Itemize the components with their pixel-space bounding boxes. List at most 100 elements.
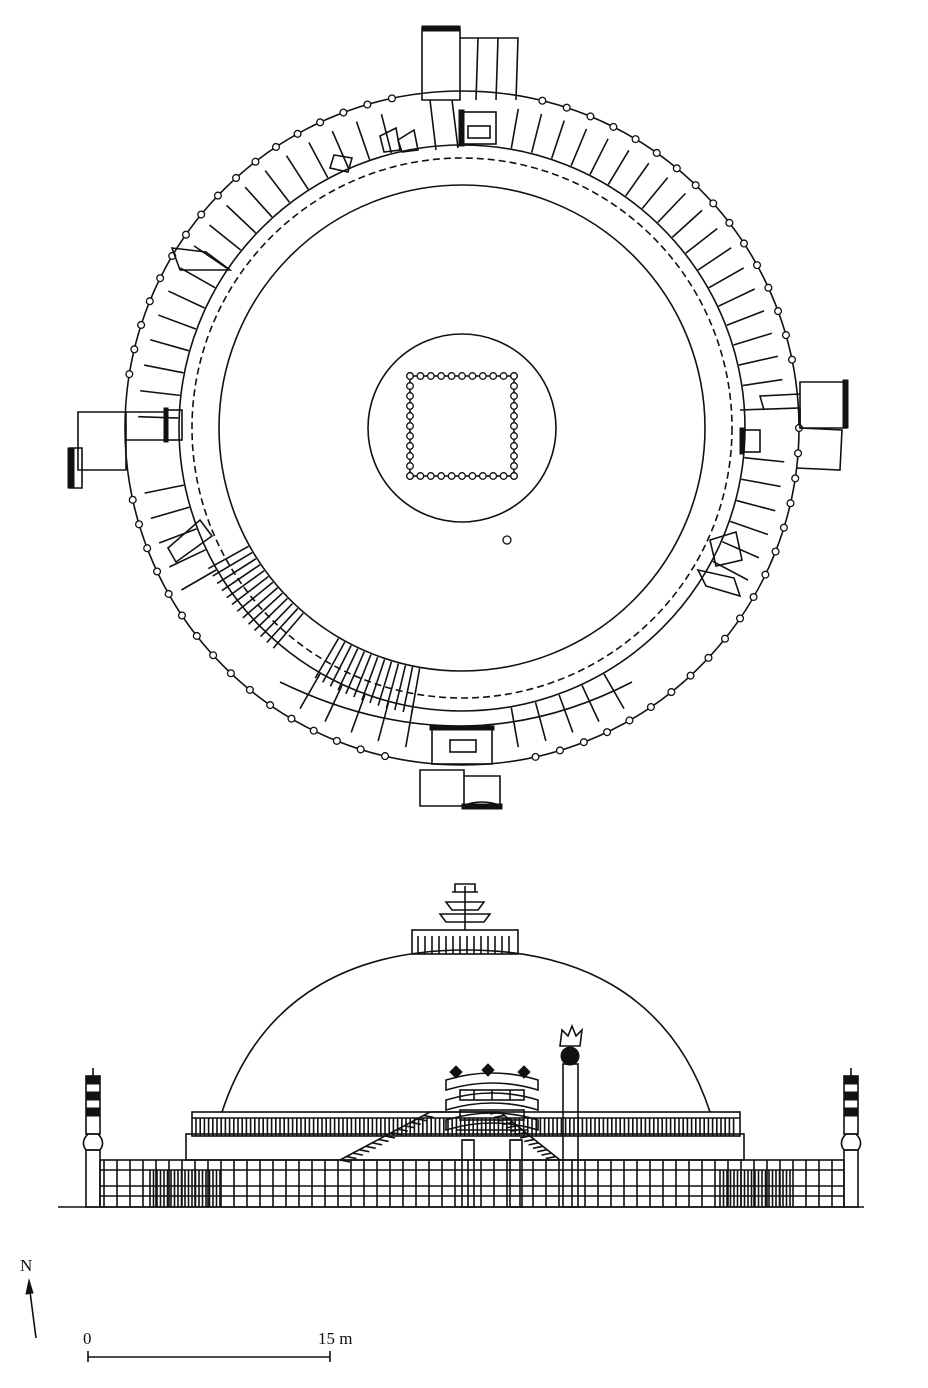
outcrop-se-2	[696, 568, 742, 598]
stair-step	[494, 1114, 505, 1119]
railing-post	[209, 651, 218, 660]
stair-step	[397, 1128, 409, 1132]
stair-hatch-line	[377, 661, 393, 706]
harmika-post	[510, 422, 518, 430]
chattra-umbrellas	[438, 883, 492, 923]
railing-post	[164, 589, 173, 598]
stair-step	[423, 1114, 434, 1119]
stair-hatch-line	[385, 663, 400, 709]
railing-post	[145, 297, 154, 306]
railing-post	[691, 181, 700, 190]
railing-post	[332, 736, 341, 745]
ashoka-pillar	[559, 1023, 584, 1208]
railing-post	[704, 653, 713, 662]
stair-hatch-line	[221, 564, 261, 592]
bay-wall	[708, 267, 745, 289]
bay-wall	[226, 204, 257, 234]
stair-hatch-line	[259, 602, 294, 638]
bay-wall	[168, 290, 205, 309]
railing-post	[631, 135, 640, 144]
railing-posts	[125, 94, 804, 761]
railing-post	[771, 547, 780, 556]
harmika-square-outline	[409, 375, 515, 477]
bay-wall	[264, 170, 291, 203]
bay-wall	[589, 138, 609, 175]
bay-wall	[671, 209, 703, 238]
stair-step	[404, 1124, 415, 1129]
railing-post	[287, 714, 296, 723]
railing-post	[137, 320, 146, 330]
terrace-dashed-circle	[191, 157, 733, 699]
stair-hatch-line	[361, 656, 379, 701]
dome	[221, 949, 711, 1113]
railing-post	[774, 307, 783, 316]
outcrop-west	[170, 247, 233, 271]
railing-post	[538, 96, 547, 105]
railing-post	[764, 283, 773, 292]
west-gate	[67, 407, 183, 489]
stair-step	[506, 1124, 518, 1129]
bay-wall	[244, 186, 273, 218]
south-torana	[445, 1063, 539, 1208]
stair-step	[410, 1121, 421, 1126]
railing-post	[586, 112, 595, 121]
harmika-post	[437, 472, 446, 480]
harmika-post	[510, 452, 518, 460]
railing-post	[316, 118, 325, 127]
ground-railing-posts	[103, 1160, 833, 1207]
stair-hatch-line	[266, 607, 299, 644]
bay-wall	[657, 192, 687, 223]
stair-step	[416, 1118, 428, 1122]
bay-wall	[641, 177, 669, 210]
bay-wall	[138, 415, 179, 419]
railing-post	[232, 173, 241, 183]
stair-hatch-line	[226, 570, 265, 599]
harmika-post	[406, 432, 414, 440]
bay-wall	[510, 108, 520, 149]
railing-post	[791, 474, 800, 483]
bay-wall	[718, 288, 756, 307]
stair-step	[371, 1142, 383, 1146]
harmika-post	[510, 382, 518, 390]
bay-wall	[550, 120, 566, 159]
railing-post	[781, 331, 790, 340]
stair-hatch-line	[253, 597, 288, 632]
bay-wall	[377, 702, 390, 742]
railing-post	[531, 752, 540, 761]
stair-hatch-line	[369, 659, 386, 704]
harmika-post	[426, 472, 435, 480]
railing-post	[752, 261, 762, 270]
stair-hatch-line	[322, 641, 346, 683]
harmika-post	[478, 472, 487, 480]
east-gate	[739, 379, 849, 471]
railing-post	[309, 726, 318, 735]
east-gate-pillar	[840, 1068, 862, 1208]
bay-wall	[558, 694, 574, 733]
ground-railing	[99, 1159, 845, 1208]
railing-post	[720, 634, 730, 643]
bay-wall	[530, 113, 543, 153]
bay-wall	[738, 355, 779, 366]
railing-post	[725, 218, 734, 227]
bay-wall	[355, 121, 371, 160]
harmika-post	[510, 472, 518, 480]
harmika-post	[406, 442, 414, 450]
bay-wall	[140, 389, 180, 397]
stair-step	[541, 1152, 552, 1156]
railing-post	[293, 129, 302, 138]
harmika-post	[406, 402, 414, 410]
harmika-post	[510, 372, 518, 380]
railing-post	[134, 520, 144, 529]
north-arrow: N	[20, 1256, 37, 1339]
bay-wall	[726, 310, 765, 327]
outcrop-se-1	[709, 530, 743, 567]
stair-hatch-line	[236, 581, 274, 612]
railing-post	[363, 100, 372, 109]
railing-post	[266, 701, 275, 710]
bay-wall	[607, 149, 630, 185]
bay-wall	[742, 378, 783, 387]
stair-hatch-line	[410, 668, 421, 714]
stair-hatch-line	[345, 651, 366, 695]
bay-wall	[510, 707, 520, 748]
south-stair-outer-arc	[279, 681, 633, 727]
